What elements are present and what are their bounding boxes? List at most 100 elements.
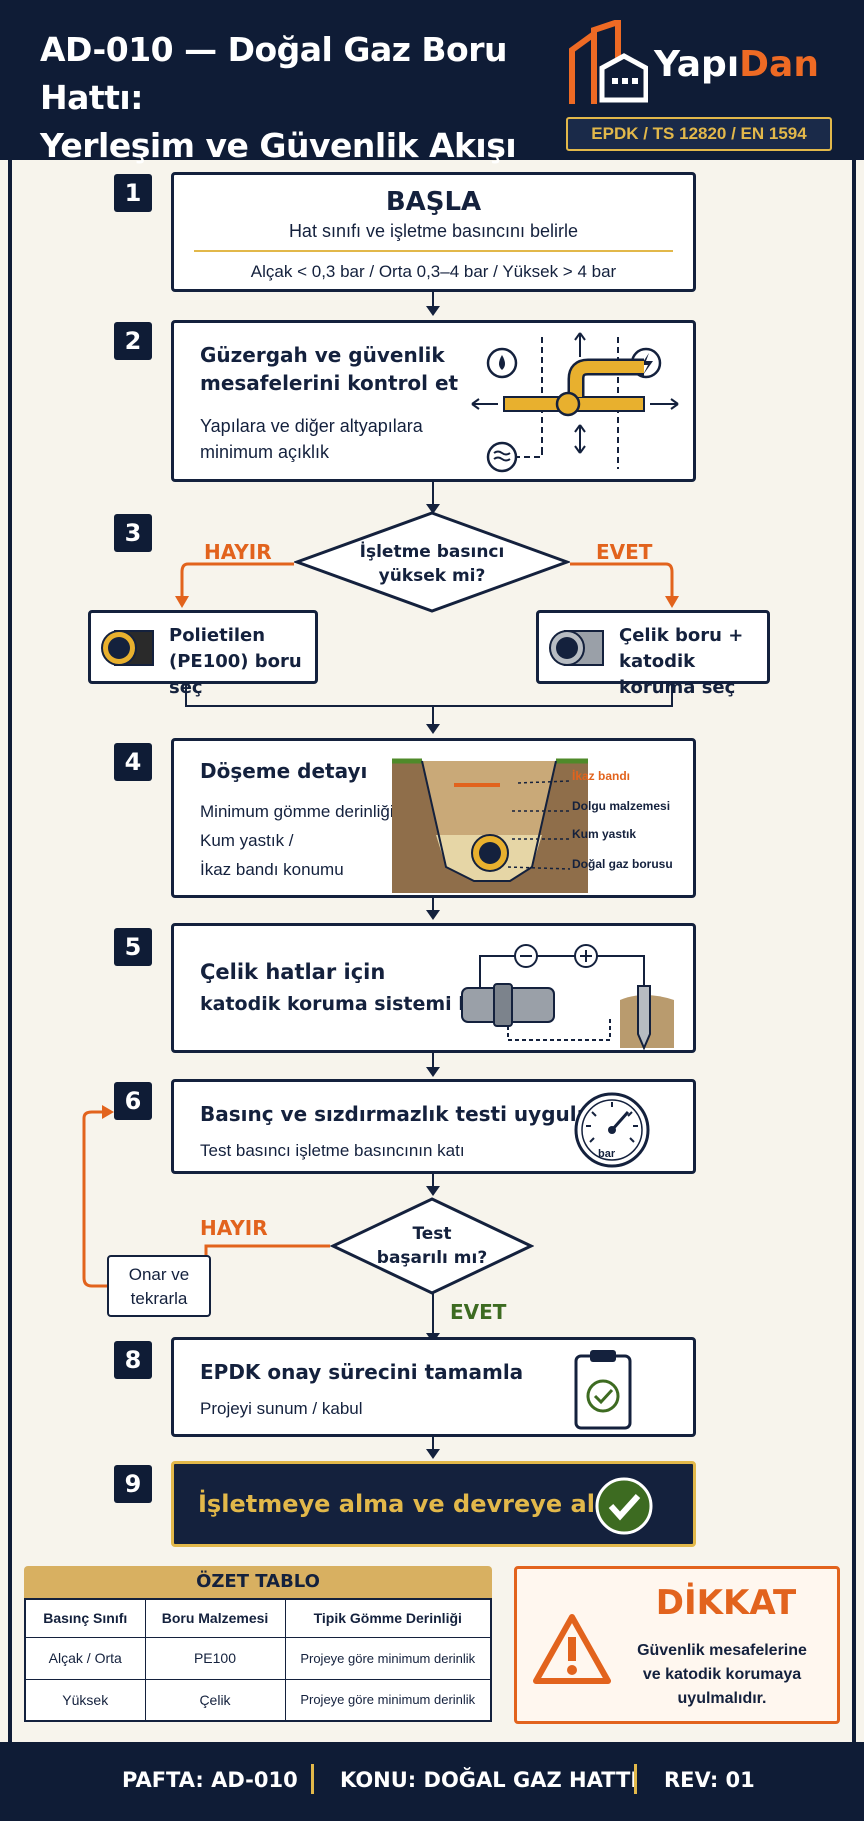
step-2-title-a: Güzergah ve güvenlik xyxy=(200,343,445,367)
connector xyxy=(432,292,434,308)
warning-title: DİKKAT xyxy=(655,1583,797,1623)
step-1-title: BAŞLA xyxy=(385,187,482,217)
step-2-title-b: mesafelerini kontrol et xyxy=(200,371,459,395)
steel-pipe-label: Çelik boru + katodik koruma seç xyxy=(619,623,767,701)
table-cell: Projeye göre minimum derinlik xyxy=(284,1636,492,1680)
table-row: Yüksek Çelik Projeye göre minimum derinl… xyxy=(24,1678,492,1722)
step-9-title: İşletmeye alma ve devreye alma xyxy=(198,1490,637,1518)
brand-dan: Dan xyxy=(739,44,819,85)
table-header-cell: Basınç Sınıfı xyxy=(24,1598,146,1638)
summary-table-section: ÖZET TABLO Basınç Sınıfı Boru Malzemesi … xyxy=(24,1566,492,1722)
brand-yapi: Yapı xyxy=(654,44,740,85)
warning-triangle-icon xyxy=(533,1614,611,1684)
steel-pipe-line-a: Çelik boru + xyxy=(619,625,744,646)
step-5-title-b: katodik koruma sistemi kur xyxy=(200,993,494,1015)
connector xyxy=(432,898,434,912)
pe-pipe-label: Polietilen (PE100) boru seç xyxy=(169,623,315,701)
connector xyxy=(432,1174,434,1188)
building-logo-icon xyxy=(569,17,649,104)
step-2-text-a: Yapılara ve diğer altyapılara xyxy=(200,416,423,436)
question-line-b: yüksek mi? xyxy=(378,566,486,586)
label-warning-tape: İkaz bandı xyxy=(572,769,631,783)
test-question-b: başarılı mı? xyxy=(376,1248,488,1268)
pe-pipe-line-a: Polietilen xyxy=(169,625,266,646)
test-question-a: Test xyxy=(412,1224,452,1244)
page-title: AD-010 — Doğal Gaz Boru Hattı: Yerleşim … xyxy=(40,26,540,170)
trench-section-icon xyxy=(392,758,588,893)
footer-sheet: PAFTA: AD-010 xyxy=(122,1768,298,1792)
step-1-divider xyxy=(194,250,673,252)
arrow-down-icon xyxy=(426,910,440,920)
label-gas-pipe: Doğal gaz borusu xyxy=(572,857,673,871)
table-header-cell: Tipik Gömme Derinliği xyxy=(284,1598,492,1638)
step-2-title: Güzergah ve güvenlik mesafelerini kontro… xyxy=(200,341,458,397)
table-cell: Projeye göre minimum derinlik xyxy=(284,1678,492,1722)
warning-line-1: Güvenlik mesafelerine xyxy=(637,1642,807,1659)
step-6-text: Test basıncı işletme basıncının katı xyxy=(200,1141,465,1160)
check-circle-icon xyxy=(595,1477,653,1535)
steel-pipe-line-b: katodik koruma seç xyxy=(619,651,736,698)
steel-pipe-icon xyxy=(549,630,604,666)
step-5-title-a: Çelik hatlar için xyxy=(200,960,386,984)
warning-line-2: ve katodik korumaya xyxy=(642,1666,802,1683)
step-2-text: Yapılara ve diğer altyapılara minimum aç… xyxy=(200,413,423,465)
pe-pipe-line-b: (PE100) boru seç xyxy=(169,651,302,698)
step-5-title: Çelik hatlar için katodik koruma sistemi… xyxy=(200,956,494,1020)
label-backfill: Dolgu malzemesi xyxy=(572,799,671,813)
step-number-4: 4 xyxy=(114,743,152,781)
summary-table: Basınç Sınıfı Boru Malzemesi Tipik Gömme… xyxy=(24,1598,492,1722)
step-5-box: Çelik hatlar için katodik koruma sistemi… xyxy=(171,923,696,1053)
footer-separator xyxy=(311,1764,314,1794)
brand-name: YapıDan xyxy=(654,44,819,85)
table-cell: PE100 xyxy=(144,1636,286,1680)
step-number-5: 5 xyxy=(114,928,152,966)
footer-separator xyxy=(634,1764,637,1794)
brand-logo: YapıDan xyxy=(568,17,838,106)
title-line-1: AD-010 — Doğal Gaz Boru Hattı: xyxy=(40,30,508,117)
step-8-title: EPDK onay sürecini tamamla xyxy=(200,1360,524,1384)
step-4-title: Döşeme detayı xyxy=(200,759,368,783)
arrow-down-icon xyxy=(426,1449,440,1459)
step-4-text: Minimum gömme derinliği / Kum yastık / İ… xyxy=(200,797,403,884)
arrow-down-icon xyxy=(426,504,440,514)
step-1-detail: Alçak < 0,3 bar / Orta 0,3–4 bar / Yükse… xyxy=(250,262,617,281)
table-cell: Alçak / Orta xyxy=(24,1636,146,1680)
step-2-box: Güzergah ve güvenlik mesafelerini kontro… xyxy=(171,320,696,482)
connector xyxy=(432,1053,434,1069)
step-8-text: Projeyi sunum / kabul xyxy=(200,1399,363,1418)
warning-line-3: uyulmalıdır. xyxy=(677,1690,767,1707)
step-number-8: 8 xyxy=(114,1341,152,1379)
footer-subject: KONU: DOĞAL GAZ HATTI xyxy=(340,1768,639,1792)
question-line-a: İşletme basıncı xyxy=(359,542,505,562)
table-header-cell: Boru Malzemesi xyxy=(144,1598,286,1638)
step-number-9: 9 xyxy=(114,1465,152,1503)
step-8-box: EPDK onay sürecini tamamla Projeyi sunum… xyxy=(171,1337,696,1437)
arrow-down-icon xyxy=(426,1186,440,1196)
repair-box: Onar ve tekrarla xyxy=(107,1255,211,1317)
standards-badge: EPDK / TS 12820 / EN 1594 xyxy=(566,117,832,151)
title-line-2: Yerleşim ve Güvenlik Akışı xyxy=(40,126,517,165)
step-1-subtitle: Hat sınıfı ve işletme basıncını belirle xyxy=(288,221,579,241)
connector xyxy=(432,482,434,506)
warning-text: Güvenlik mesafelerine ve katodik korumay… xyxy=(613,1639,831,1711)
decision-question-test: Test başarılı mı? xyxy=(360,1222,504,1270)
footer: PAFTA: AD-010 KONU: DOĞAL GAZ HATTI REV:… xyxy=(0,1742,864,1821)
step-4-box: Döşeme detayı Minimum gömme derinliği / … xyxy=(171,738,696,898)
footer-revision: REV: 01 xyxy=(664,1768,755,1792)
step-2-text-b: minimum açıklık xyxy=(200,442,330,462)
pe-pipe-icon xyxy=(101,630,154,666)
step-4-text-b: Kum yastık / xyxy=(200,831,294,850)
arrow-down-icon xyxy=(426,1067,440,1077)
route-clearance-icon xyxy=(471,332,679,473)
step-4-text-c: İkaz bandı konumu xyxy=(200,860,344,879)
decision-diamond-pressure xyxy=(294,511,570,613)
warning-box: DİKKAT Güvenlik mesafelerine ve katodik … xyxy=(514,1566,840,1724)
summary-title: ÖZET TABLO xyxy=(24,1566,492,1598)
step-number-1: 1 xyxy=(114,174,152,212)
approval-clipboard-icon xyxy=(574,1350,632,1430)
arrow-down-icon xyxy=(426,724,440,734)
connector xyxy=(432,706,434,726)
header: AD-010 — Doğal Gaz Boru Hattı: Yerleşim … xyxy=(0,0,864,165)
step-9-box: İşletmeye alma ve devreye alma xyxy=(171,1461,696,1547)
step-number-6: 6 xyxy=(114,1082,152,1120)
